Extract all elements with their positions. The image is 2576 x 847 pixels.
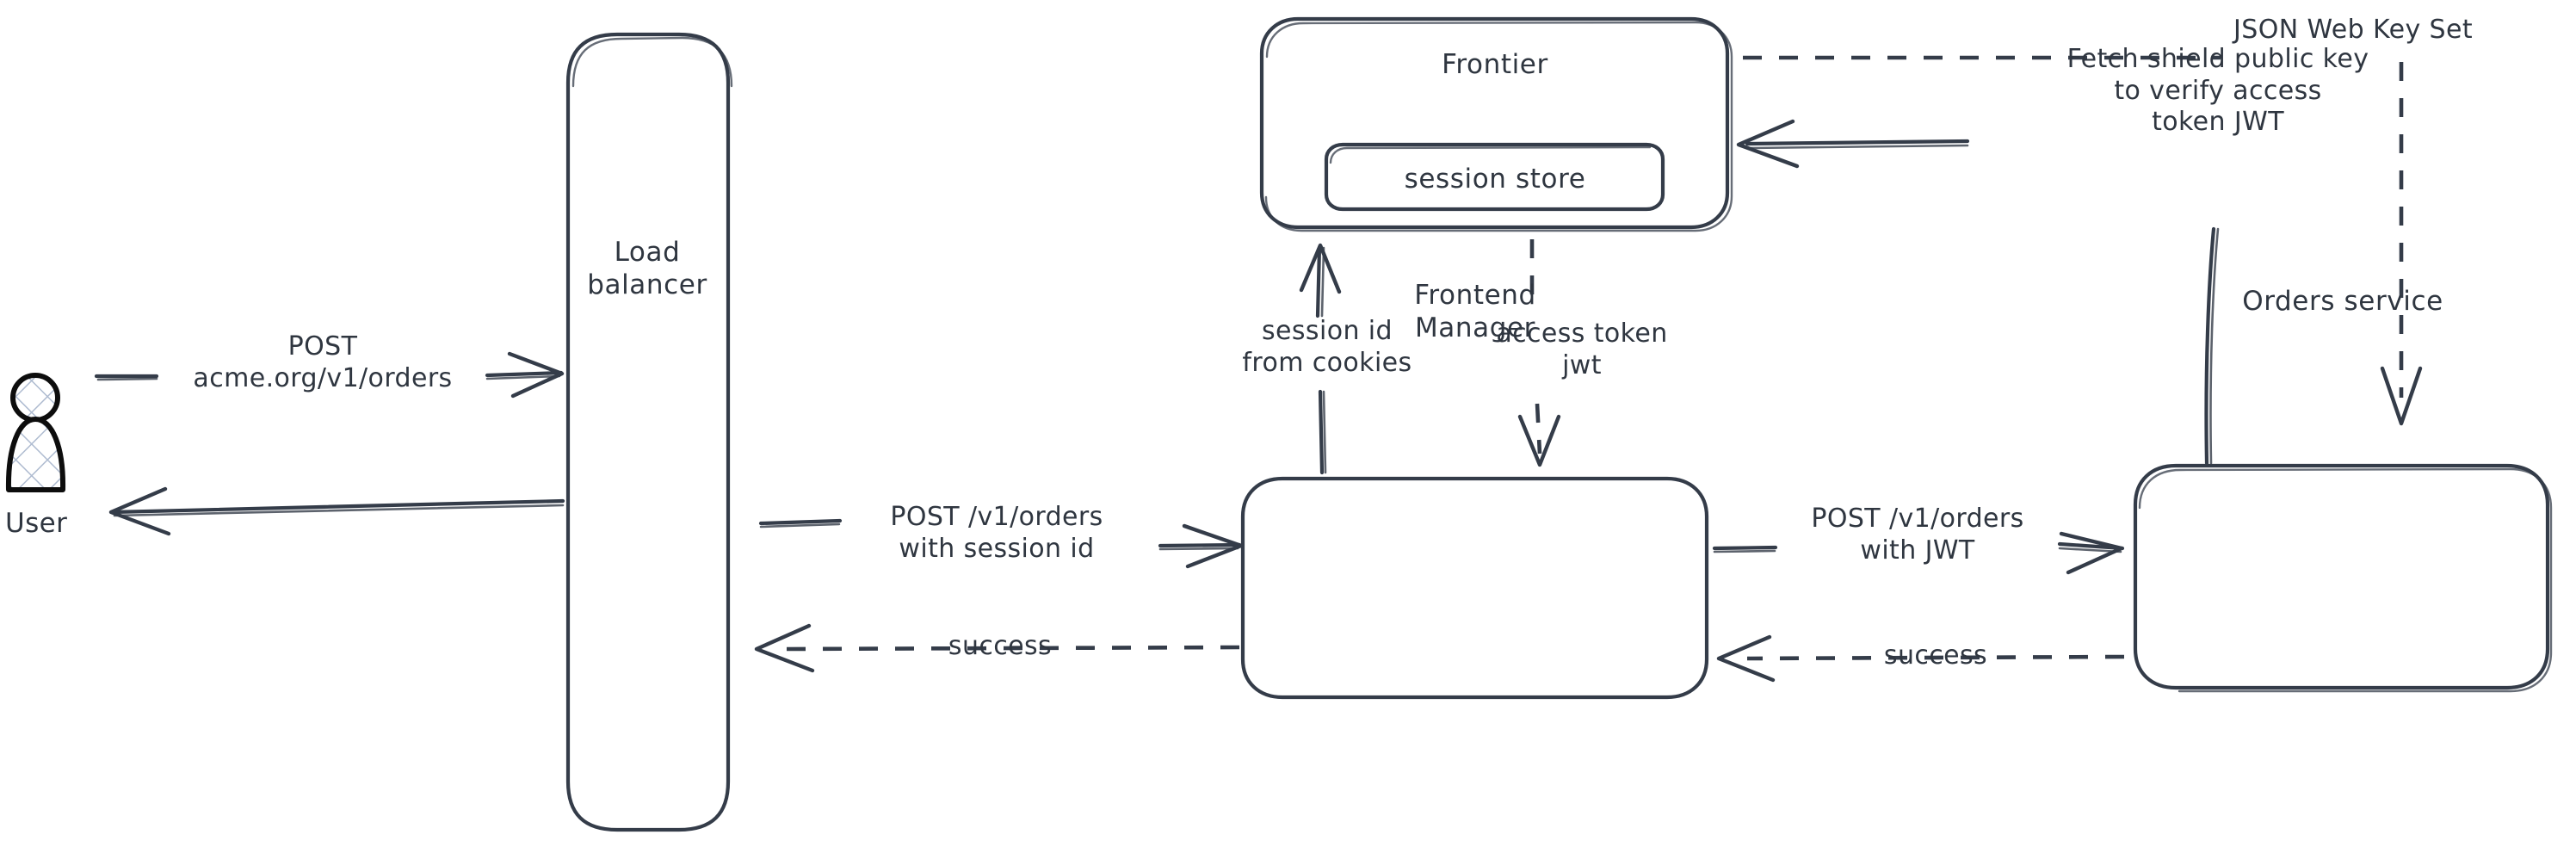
edge-loadbalancer-to-frontendmanager bbox=[758, 518, 1244, 569]
orders-service-node bbox=[2133, 463, 2553, 693]
edge-label-frontendmanager-to-loadbalancer: success bbox=[948, 631, 1053, 661]
edge-label-frontier-to-frontendmanager: access token jwt bbox=[1496, 318, 1668, 380]
frontend-manager-label: Frontend Manager bbox=[1414, 280, 1536, 343]
edge-label-loadbalancer-to-frontendmanager: POST /v1/orders with session id bbox=[890, 502, 1103, 564]
session-store-label: session store bbox=[1404, 164, 1586, 195]
session-store-node bbox=[1324, 142, 1665, 212]
edge-loadbalancer-to-user bbox=[108, 486, 565, 536]
frontend-manager-node bbox=[1240, 476, 1709, 700]
edge-label-ordersservice-to-frontendmanager: success bbox=[1883, 640, 1988, 671]
load-balancer-label: Load balancer bbox=[587, 237, 707, 300]
edge-label-ordersservice-to-frontier: Fetch shield public key to verify access… bbox=[2066, 44, 2369, 138]
edge-frontendmanager-to-ordersservice bbox=[1712, 531, 2125, 575]
edge-frontier-to-frontendmanager bbox=[1517, 239, 1561, 467]
edge-label-user-to-loadbalancer: POST acme.org/v1/orders bbox=[193, 331, 453, 393]
edge-user-to-loadbalancer bbox=[94, 351, 565, 399]
edge-frontendmanager-to-frontier bbox=[1299, 243, 1342, 475]
orders-service-label: Orders service bbox=[2242, 286, 2443, 317]
frontier-label: Frontier bbox=[1442, 49, 1548, 80]
user-label: User bbox=[5, 508, 68, 539]
edge-label-frontendmanager-to-ordersservice: POST /v1/orders with JWT bbox=[1811, 504, 2024, 566]
edge-label-frontier-to-ordersservice: JSON Web Key Set bbox=[2233, 15, 2474, 45]
edge-ordersservice-to-frontendmanager bbox=[1716, 634, 2125, 683]
user-actor-icon bbox=[5, 373, 66, 492]
edge-frontendmanager-to-loadbalancer bbox=[754, 623, 1240, 673]
load-balancer-node bbox=[565, 32, 733, 832]
edge-label-frontendmanager-to-frontier: session id from cookies bbox=[1242, 316, 1412, 378]
edge-ordersservice-to-frontier bbox=[1736, 119, 2220, 466]
edge-frontier-to-ordersservice bbox=[1743, 55, 2423, 426]
